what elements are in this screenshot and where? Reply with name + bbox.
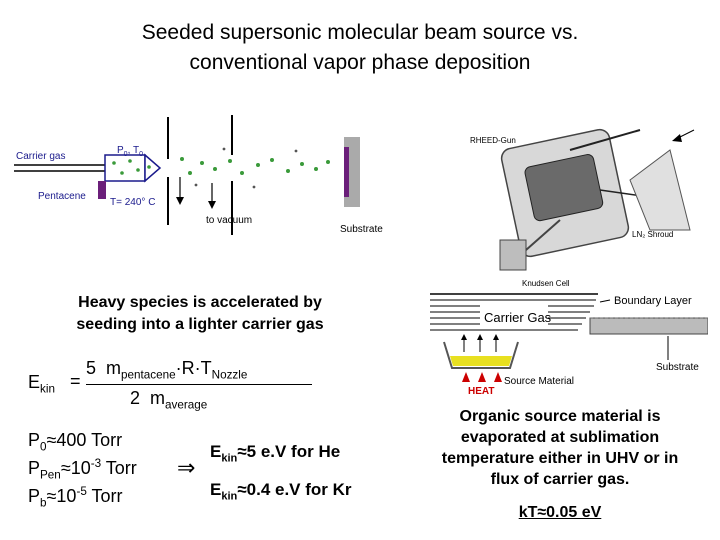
source-material-fill	[450, 356, 512, 366]
beam-source-diagram: Carrier gas P0, T0 Pentacene T= 240° C t…	[14, 115, 383, 235]
title-line-1: Seeded supersonic molecular beam source …	[141, 21, 579, 44]
heavy-species-line-1: Heavy species is accelerated by	[78, 294, 322, 311]
heavy-species-line-2: seeding into a lighter carrier gas	[76, 316, 324, 333]
heavy-species-caption: Heavy species is accelerated by seeding …	[40, 292, 360, 336]
substrate-label: Substrate	[340, 224, 383, 235]
beam-particles	[180, 147, 330, 189]
pentacene-label: Pentacene	[38, 191, 86, 202]
source-material-text: Source Material	[504, 376, 574, 387]
carrier-gas-text: Carrier Gas	[484, 310, 552, 325]
pressure-ppen: PPen≈10-3 Torr	[28, 457, 137, 482]
temperature-label: T= 240° C	[110, 197, 155, 208]
kinetic-energy-formula: Ekin = 5 mpentacene·R·TNozzle 2 maverage	[28, 356, 318, 416]
knudsen-cell-label: Knudsen Cell	[522, 279, 570, 288]
substrate-film	[344, 147, 349, 197]
p0-t0-label: P0, T0	[117, 145, 143, 158]
ln2-shroud-label: LN₂ Shroud	[632, 230, 673, 239]
organic-line-2: evaporated at sublimation	[460, 429, 660, 446]
chamber-inner	[524, 154, 604, 222]
nozzle-body	[104, 154, 146, 182]
heat-flames	[462, 372, 502, 382]
carrier-gas-label: Carrier gas	[16, 151, 65, 162]
page-title: Seeded supersonic molecular beam source …	[0, 18, 720, 78]
heat-text: HEAT	[468, 386, 494, 397]
boundary-layer-text: Boundary Layer	[614, 295, 692, 307]
pentacene-particles-in-nozzle	[112, 159, 151, 175]
organic-line-3: temperature either in UHV or in	[441, 450, 679, 467]
substrate-plate	[589, 317, 708, 335]
thermal-energy-label: kT≈0.05 eV	[518, 504, 602, 521]
nozzle-tip	[144, 153, 162, 183]
energy-helium: Ekin≈5 e.V for He	[210, 442, 341, 465]
carrier-gas-box	[480, 304, 548, 328]
organic-source-caption: Organic source material is evaporated at…	[420, 406, 700, 490]
formula-numerator: 5 mpentacene·R·TNozzle	[86, 358, 248, 382]
formula-lhs: Ekin	[28, 372, 55, 396]
knudsen-cell-body	[499, 239, 527, 271]
organic-line-1: Organic source material is	[459, 408, 661, 425]
implies-arrow: ⇒	[177, 455, 196, 480]
vapor-deposition-diagram: Carrier Gas Boundary Layer Substrate HEA…	[430, 293, 708, 397]
formula-equals: =	[70, 371, 81, 391]
pentacene-reservoir	[98, 181, 106, 199]
formula-denominator: 2 maverage	[130, 388, 208, 412]
title-line-2: conventional vapor phase deposition	[189, 51, 531, 74]
shroud-cone	[629, 149, 691, 231]
energy-krypton: Ekin≈0.4 e.V for Kr	[210, 480, 352, 503]
pointer-line	[677, 129, 695, 139]
evaporation-arrows	[461, 334, 499, 352]
pressure-p0: P0≈400 Torr	[28, 430, 123, 454]
organic-line-4: flux of carrier gas.	[490, 471, 630, 488]
rheed-gun-label: RHEED-Gun	[470, 136, 516, 145]
formula-fraction-bar	[86, 384, 312, 385]
to-vacuum-label: to vacuum	[206, 215, 252, 226]
crucible	[443, 341, 519, 369]
substrate-text: Substrate	[656, 362, 699, 373]
rheed-gun-line	[569, 129, 641, 151]
pressure-pb: Pb≈10-5 Torr	[28, 485, 123, 510]
uhv-chamber-diagram: RHEED-Gun LN₂ Shroud Knudsen Cell	[470, 128, 695, 288]
